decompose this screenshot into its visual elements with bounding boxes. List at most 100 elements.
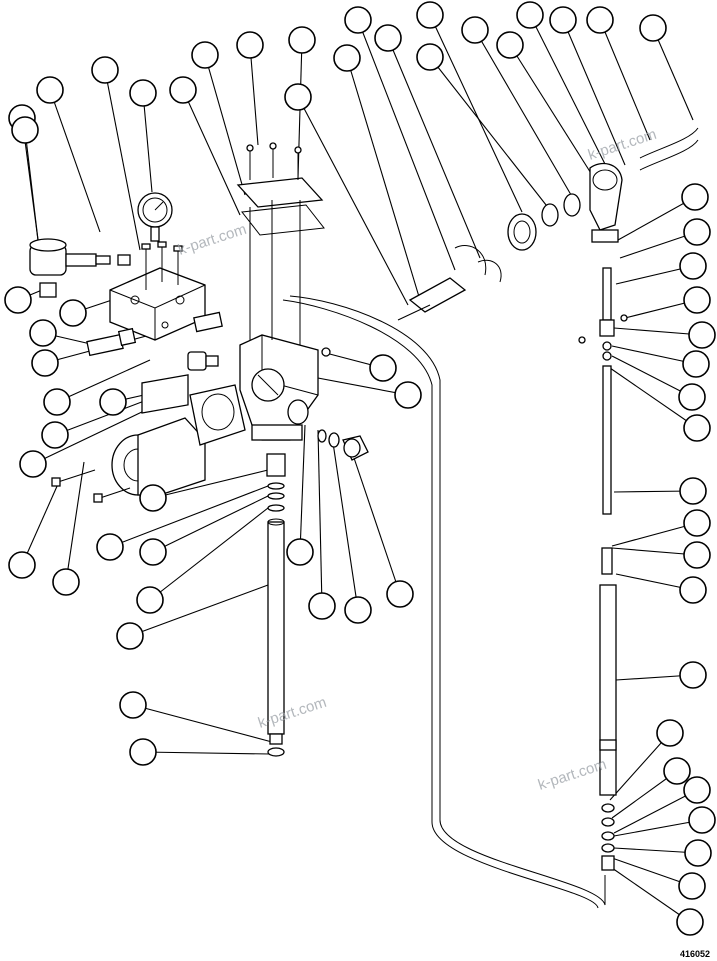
callout-balloon <box>496 31 524 59</box>
block-bolts <box>141 241 183 290</box>
leader-line <box>609 732 671 801</box>
callout-balloon <box>236 31 264 59</box>
watermark-2: k-part.com <box>256 694 329 732</box>
gearbox-housing <box>239 334 319 441</box>
callout-balloon <box>52 568 80 596</box>
callout-balloon <box>43 388 71 416</box>
callout-balloon <box>679 252 707 280</box>
clamp-bolt <box>397 304 431 321</box>
leader-line <box>611 355 693 398</box>
leader-line <box>182 89 241 216</box>
callout-balloon <box>59 299 87 327</box>
leader-line <box>331 435 359 611</box>
plug-washer-b <box>317 429 327 443</box>
leader-line <box>65 461 85 583</box>
callout-balloon <box>688 321 716 349</box>
pressure-gauge <box>137 192 173 242</box>
hydraulic-hose-inner <box>282 299 599 909</box>
callout-balloon <box>91 56 119 84</box>
callout-balloon <box>386 580 414 608</box>
leader-line <box>613 327 703 336</box>
callout-balloon <box>129 738 157 766</box>
solenoid-plug <box>39 282 57 298</box>
drawing-code: 416052 <box>680 949 710 959</box>
leader-line <box>429 14 523 213</box>
cover-screws <box>246 142 302 180</box>
drain-plug <box>342 435 369 461</box>
callout-balloon <box>288 26 316 54</box>
hydraulic-motor <box>111 374 246 496</box>
leader-line <box>351 451 401 595</box>
valve-block <box>109 267 206 341</box>
callout-balloon <box>99 388 127 416</box>
leader-line <box>297 96 409 306</box>
callout-balloon <box>136 586 164 614</box>
leader-line <box>129 584 269 637</box>
callout-balloon <box>516 1 544 29</box>
callout-balloon <box>96 533 124 561</box>
grease-fitting <box>620 314 628 322</box>
upper-drive-assembly <box>408 127 699 313</box>
leader-line <box>104 69 141 251</box>
leader-line <box>652 27 694 121</box>
solenoid-coil <box>29 238 111 276</box>
leader-line <box>617 196 696 241</box>
housing-cover <box>236 177 325 345</box>
leader-line <box>56 359 151 403</box>
callout-balloon <box>656 719 684 747</box>
callout-balloon <box>688 806 716 834</box>
leader-line <box>301 374 409 396</box>
adapter-fitting <box>187 351 219 371</box>
cartridge-right <box>193 311 223 333</box>
leader-line <box>142 92 153 193</box>
callout-balloon <box>36 76 64 104</box>
leader-line <box>152 469 269 499</box>
drive-shaft-tube <box>266 453 286 757</box>
callout-balloon <box>286 538 314 566</box>
callout-balloon <box>416 1 444 29</box>
callout-balloon <box>191 41 219 69</box>
leader-line <box>474 29 575 201</box>
fitting-small <box>117 254 131 266</box>
leader-line <box>249 44 259 146</box>
watermark-4: k-part.com <box>536 756 609 794</box>
callout-balloon <box>679 576 707 604</box>
callout-balloon <box>394 381 422 409</box>
callout-balloon <box>8 551 36 579</box>
leader-lines <box>17 14 703 923</box>
callout-balloon <box>369 354 397 382</box>
callout-balloon <box>29 319 57 347</box>
callout-balloon <box>679 477 707 505</box>
callout-balloon <box>639 14 667 42</box>
callout-balloon <box>683 286 711 314</box>
callout-balloon <box>374 24 402 52</box>
callout-balloon <box>169 76 197 104</box>
callout-balloon <box>663 757 691 785</box>
hydraulic-hose <box>289 295 606 906</box>
callout-balloon <box>678 872 706 900</box>
leader-line <box>613 819 703 837</box>
leader-line <box>152 495 269 553</box>
callout-balloon <box>119 691 147 719</box>
callout-balloon <box>683 414 711 442</box>
callout-balloon <box>139 484 167 512</box>
leader-line <box>149 507 269 601</box>
callout-balloon <box>344 6 372 34</box>
callout-balloon <box>308 592 336 620</box>
callout-balloon <box>683 776 711 804</box>
leader-line <box>611 345 697 365</box>
plug-washer-a <box>328 432 340 448</box>
leader-line <box>509 44 595 179</box>
leader-line <box>609 367 698 429</box>
callout-balloons <box>4 1 716 936</box>
callout-balloon <box>684 839 712 867</box>
callout-balloon <box>41 421 69 449</box>
leader-line <box>611 547 698 556</box>
leader-line <box>562 19 626 166</box>
leader-line <box>109 485 269 548</box>
callout-balloon <box>19 450 47 478</box>
callout-balloon <box>586 6 614 34</box>
callout-balloon <box>682 350 710 378</box>
motor-bolts <box>51 469 131 503</box>
callout-balloon <box>676 908 704 936</box>
